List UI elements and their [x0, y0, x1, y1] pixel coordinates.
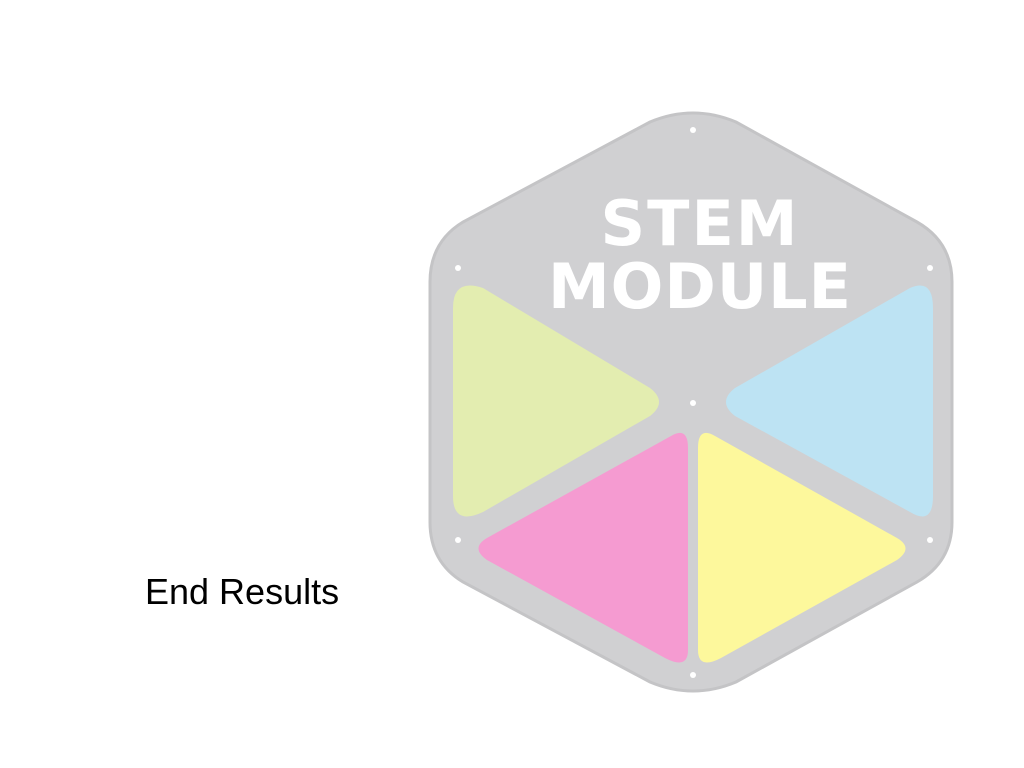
logo-pink-segment — [478, 432, 688, 663]
logo-yellow-segment — [698, 432, 906, 663]
slide-caption: End Results — [145, 571, 340, 612]
logo-green-segment — [453, 285, 659, 517]
stem-module-logo: STEM MODULE — [428, 111, 954, 693]
logo-text-stem: STEM — [601, 187, 800, 260]
logo-dot — [927, 265, 933, 271]
logo-blue-segment — [726, 285, 933, 517]
logo-dot — [690, 127, 696, 133]
logo-dot — [455, 265, 461, 271]
logo-dot — [927, 537, 933, 543]
logo-text-module: MODULE — [548, 250, 852, 323]
logo-dot — [690, 400, 696, 406]
logo-dot — [455, 537, 461, 543]
logo-dot — [690, 672, 696, 678]
